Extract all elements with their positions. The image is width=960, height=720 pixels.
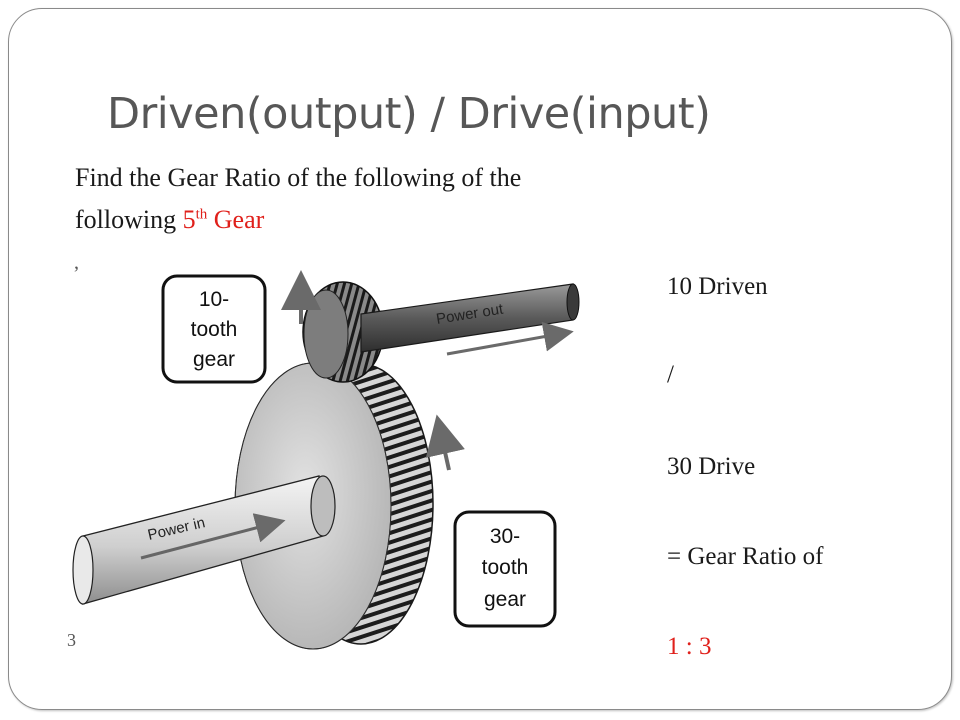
power-out-arrow (446, 321, 574, 356)
division-slash: / (667, 361, 674, 388)
stray-mark-top: ʼ (73, 263, 80, 285)
slide: Driven(output) / Drive(input) Find the G… (8, 8, 952, 710)
ratio-result: 1 : 3 (667, 633, 712, 660)
instruction-line-2-prefix: following (75, 205, 183, 234)
instruction-line-1: Find the Gear Ratio of the following of … (75, 163, 522, 192)
small-gear-label-line-2: tooth (191, 318, 238, 341)
stray-mark-bottom: 3 (67, 630, 76, 650)
small-gear-label-line-1: 10- (199, 288, 229, 311)
output-shaft: Power out (360, 283, 580, 353)
large-gear-callout: 30- tooth gear (453, 510, 557, 628)
ratio-equals-label: = Gear Ratio of (667, 543, 824, 570)
small-gear-label-line-3: gear (193, 348, 235, 371)
gear-number-highlight: 5th Gear (183, 205, 265, 234)
power-in-arrow (140, 513, 286, 560)
gear-diagram-svg: ʼ 3 Power out (67, 263, 580, 650)
gear-diagram: ʼ 3 Power out (61, 254, 581, 674)
gear-ordinal-suffix: th (195, 206, 208, 223)
large-gear-rotation-arrow (425, 414, 465, 471)
large-gear-label-line-2: tooth (482, 556, 529, 579)
slide-title: Driven(output) / Drive(input) (107, 89, 711, 139)
drive-count: 30 Drive (667, 453, 756, 480)
instruction-text: Find the Gear Ratio of the following of … (75, 157, 695, 241)
input-shaft: Power in (72, 475, 336, 605)
gear-word: Gear (207, 205, 265, 234)
small-gear (302, 281, 384, 383)
large-gear-label-line-3: gear (484, 588, 526, 611)
large-gear-label-line-1: 30- (490, 525, 520, 548)
small-gear-callout: 10- tooth gear (161, 274, 267, 384)
driven-count: 10 Driven (667, 273, 768, 300)
gear-number: 5 (182, 205, 196, 234)
